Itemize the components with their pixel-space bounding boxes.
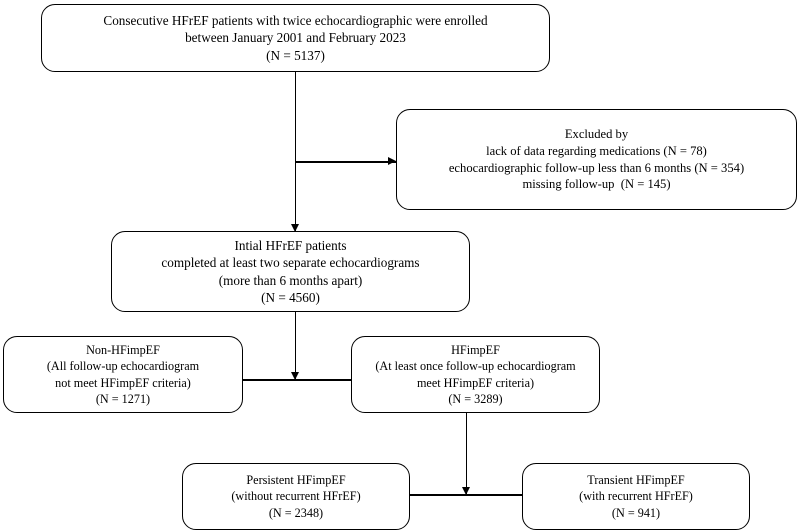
node-line: HFimpEF: [451, 343, 500, 358]
node-line: (more than 6 months apart): [218, 272, 363, 288]
node-line: (At least once follow-up echocardiogram: [375, 359, 576, 374]
arrowhead-down-icon: [290, 224, 299, 232]
node-line: (All follow-up echocardiogram: [46, 359, 200, 374]
node-line: (N = 3289): [448, 391, 503, 406]
node-line: (without recurrent HFrEF): [231, 489, 361, 504]
node-line: Transient HFimpEF: [587, 473, 685, 488]
node-line: completed at least two separate echocard…: [161, 255, 420, 271]
connector-enrolled-to-initial: [294, 72, 297, 232]
node-line: (N = 941): [611, 505, 661, 520]
node-line: between January 2001 and February 2023: [185, 30, 406, 46]
node-line: lack of data regarding medications (N = …: [486, 143, 707, 158]
node-line: (N = 2348): [268, 505, 324, 520]
connector-hfimpef-to-split: [465, 413, 468, 495]
node-line: not meet HFimpEF criteria): [55, 375, 191, 390]
persistent-hfimpef-node: Persistent HFimpEF (without recurrent HF…: [182, 463, 410, 530]
enrolled-cohort-node: Consecutive HFrEF patients with twice ec…: [41, 4, 550, 72]
node-line: meet HFimpEF criteria): [416, 375, 535, 390]
arrowhead-right-icon: [388, 156, 396, 165]
excluded-node: Excluded by lack of data regarding medic…: [396, 109, 797, 210]
hfimpef-node: HFimpEF (At least once follow-up echocar…: [351, 336, 600, 413]
node-line: (N = 5137): [266, 47, 325, 63]
node-line: (with recurrent HFrEF): [579, 489, 693, 504]
node-line: (N = 1271): [95, 391, 151, 406]
non-hfimpef-node: Non-HFimpEF (All follow-up echocardiogra…: [3, 336, 243, 413]
node-line: Consecutive HFrEF patients with twice ec…: [103, 12, 488, 28]
connector-initial-to-split: [294, 312, 297, 380]
node-line: Non-HFimpEF: [86, 343, 160, 358]
node-line: Persistent HFimpEF: [246, 473, 346, 488]
arrowhead-down-icon: [290, 372, 299, 380]
node-line: missing follow-up (N = 145): [522, 177, 671, 192]
node-line: Excluded by: [564, 127, 629, 142]
transient-hfimpef-node: Transient HFimpEF (with recurrent HFrEF)…: [522, 463, 750, 530]
node-line: echocardiographic follow-up less than 6 …: [448, 160, 745, 175]
node-line: Intial HFrEF patients: [234, 237, 347, 253]
arrowhead-down-icon: [461, 487, 470, 495]
node-line: (N = 4560): [261, 289, 320, 305]
initial-hfref-node: Intial HFrEF patients completed at least…: [111, 231, 470, 312]
connector-enrolled-to-excluded: [295, 161, 396, 163]
